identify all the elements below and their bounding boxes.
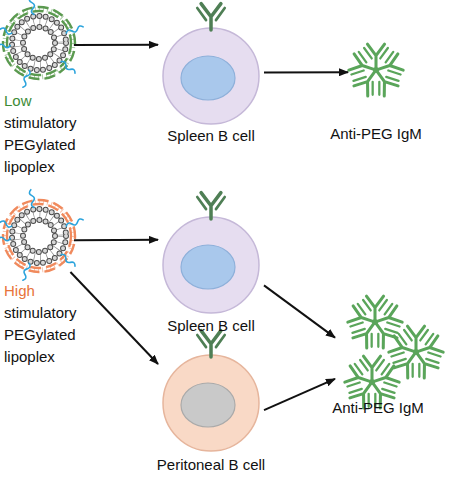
node-label: Anti-PEG IgM <box>311 124 441 144</box>
igm-pentamer <box>388 326 444 380</box>
arrow-connector <box>264 71 348 73</box>
peritoneal-cell-illustration <box>163 331 259 451</box>
arrow-connector <box>70 272 158 364</box>
high-lipoplex-illustration <box>0 189 84 280</box>
node-label: Spleen B cell <box>141 316 281 336</box>
node-text: Anti-PEG IgM <box>313 398 443 418</box>
node-label: Peritoneal B cell <box>131 455 291 475</box>
igm-pentamer <box>348 44 404 98</box>
node-text: High <box>4 280 96 302</box>
spleen-cell-illustration <box>163 4 259 124</box>
low-lipoplex-illustration <box>0 0 84 88</box>
b-cell-node: Peritoneal B cell <box>158 331 264 451</box>
arrow-connector <box>264 379 335 410</box>
node-label: Spleen B cell <box>141 126 281 146</box>
node-text: Spleen B cell <box>141 126 281 146</box>
arrow-connector <box>264 285 335 337</box>
node-text: Low <box>4 90 96 112</box>
node-label: Highstimulatory PEGylated lipoplex <box>4 280 96 368</box>
b-cell-node: Spleen B cell <box>158 193 264 313</box>
node-text: Anti-PEG IgM <box>311 124 441 144</box>
lipoplex-node: Lowstimulatory PEGylated lipoplex <box>4 8 74 78</box>
arrow-connector <box>74 44 158 46</box>
node-text: stimulatory PEGylated lipoplex <box>4 112 96 178</box>
lipoplex-node: Highstimulatory PEGylated lipoplex <box>4 200 74 272</box>
spleen-cell-illustration <box>163 193 259 313</box>
antibody-node: Anti-PEG IgM <box>348 42 404 98</box>
igm-pentamer <box>347 296 403 350</box>
antibody-node: Anti-PEG IgM <box>335 295 445 405</box>
node-text: Peritoneal B cell <box>131 455 291 475</box>
node-text: stimulatory PEGylated lipoplex <box>4 302 96 368</box>
node-label: Lowstimulatory PEGylated lipoplex <box>4 90 96 178</box>
node-text: Spleen B cell <box>141 316 281 336</box>
node-label: Anti-PEG IgM <box>313 398 443 418</box>
b-cell-node: Spleen B cell <box>158 4 264 124</box>
arrow-connector <box>74 239 158 242</box>
